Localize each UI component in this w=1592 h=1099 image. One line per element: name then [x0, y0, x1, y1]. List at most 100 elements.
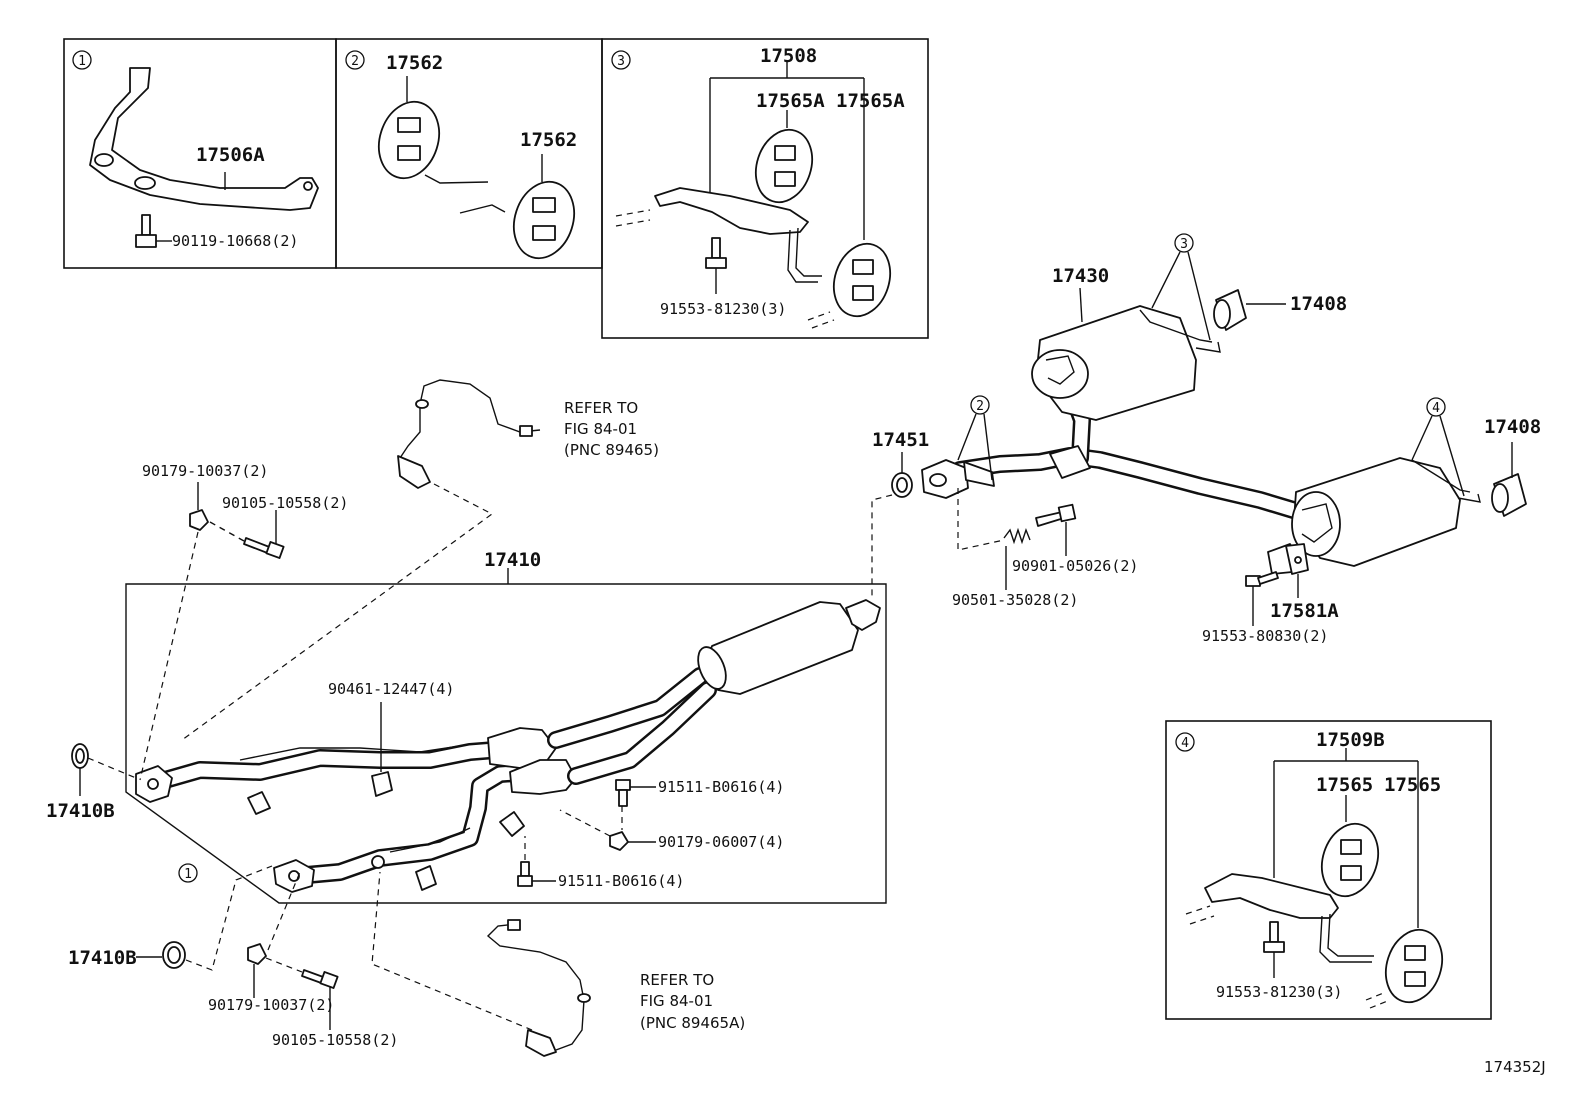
label-cushion-17565-b: 17565	[1384, 774, 1441, 796]
label-gasket-17410b-lower: 17410B	[68, 947, 137, 969]
oxygen-sensor-lower-icon	[486, 919, 591, 1057]
label-bolt-90901-05026: 90901-05026(2)	[1012, 557, 1138, 575]
cushion-17565-a-icon	[1320, 822, 1380, 898]
bolt-91553-81230-inset3-icon	[705, 237, 727, 269]
leader-17509b	[1273, 748, 1419, 928]
ref-circle-main-2: 2	[970, 395, 990, 415]
cushion-17565-b-icon	[1384, 928, 1444, 1004]
bolt-90901-05026-icon	[1035, 503, 1077, 527]
bracket-17508-icon	[654, 187, 822, 283]
label-bolt-90119-10668: 90119-10668(2)	[172, 232, 298, 250]
label-hanger-17562-b: 17562	[520, 129, 577, 151]
svg-text:3: 3	[617, 54, 625, 69]
dashed-bolt-upper	[209, 521, 245, 542]
muffler-17430-icon	[1031, 305, 1221, 421]
ref-circle-main-3: 3	[1174, 233, 1194, 253]
cushion-17565a-a-icon	[754, 128, 814, 204]
bolt-91511-b0616-b-icon	[517, 861, 533, 887]
label-bolt-91553-81230-inset4: 91553-81230(3)	[1216, 983, 1342, 1001]
label-bracket-17506a: 17506A	[196, 144, 265, 166]
leader-ref-4	[1411, 415, 1465, 497]
sensor-lower-line2: FIG 84-01	[640, 992, 713, 1010]
label-bracket-17508: 17508	[760, 45, 817, 67]
label-nut-90179-10037-upper: 90179-10037(2)	[142, 462, 268, 480]
label-muffler-17430: 17430	[1052, 265, 1109, 287]
ref-circle-inset-2: 2	[345, 50, 365, 70]
label-nut-90179-10037-lower: 90179-10037(2)	[208, 996, 334, 1014]
label-spring-90501-35028: 90501-35028(2)	[952, 591, 1078, 609]
svg-text:3: 3	[1180, 237, 1188, 252]
dashed-sensor-lower	[371, 871, 533, 1031]
svg-text:2: 2	[976, 399, 984, 414]
label-nut-90179-06007: 90179-06007(4)	[658, 833, 784, 851]
tail-tip-17408-lower-icon	[1491, 473, 1527, 517]
clamp-90461-12447-icon	[247, 771, 525, 891]
dashed-17410b-lower	[185, 865, 273, 971]
sensor-upper-line1: REFER TO	[564, 399, 638, 417]
label-tail-tip-17408-lower: 17408	[1484, 416, 1541, 438]
gasket-17451-icon	[891, 472, 913, 498]
bolt-91553-80830-icon	[1245, 571, 1279, 587]
label-hanger-17562-a: 17562	[386, 52, 443, 74]
muffler-lower-icon	[1291, 457, 1481, 567]
hanger-stub-a	[424, 174, 489, 184]
bolt-90105-10558-upper-icon	[243, 537, 285, 559]
svg-text:4: 4	[1432, 401, 1440, 416]
gasket-17410b-upper-icon	[71, 743, 89, 769]
svg-text:2: 2	[351, 54, 359, 69]
oxygen-sensor-upper-icon	[397, 379, 541, 489]
sensor-lower-line1: REFER TO	[640, 971, 714, 989]
svg-text:1: 1	[184, 867, 192, 882]
inset-box-4	[1165, 720, 1492, 1020]
cushion-17565a-b-icon	[832, 242, 892, 318]
leader-17430	[1079, 287, 1083, 323]
ref-circle-inset-1: 1	[72, 50, 92, 70]
pipe-stub-inset4	[1185, 905, 1215, 925]
dashed-spring	[957, 488, 1005, 551]
bolt-90119-10668-icon	[135, 214, 157, 248]
label-front-pipe-17410: 17410	[484, 549, 541, 571]
nut-90179-10037-lower-icon	[247, 943, 267, 965]
pipe-stub-inset3	[615, 209, 651, 227]
sensor-upper-line3: (PNC 89465)	[564, 441, 659, 459]
ref-circle-main-1: 1	[178, 863, 198, 883]
pipe-stub-inset4-b	[1365, 991, 1391, 1009]
tail-tip-17408-upper-icon	[1213, 289, 1247, 331]
sensor-upper-line2: FIG 84-01	[564, 420, 637, 438]
bolt-91511-b0616-a-icon	[615, 779, 631, 807]
label-cushion-17565a-b: 17565A	[836, 90, 905, 112]
ref-circle-inset-4: 4	[1175, 732, 1195, 752]
label-bracket-17509b: 17509B	[1316, 729, 1385, 751]
label-bolt-90105-10558-lower: 90105-10558(2)	[272, 1031, 398, 1049]
gasket-17410b-lower-icon	[162, 941, 186, 969]
front-pipe-assembly-box	[125, 583, 887, 904]
dashed-upper-nut	[139, 531, 199, 781]
label-bolt-91511-b0616-a: 91511-B0616(4)	[658, 778, 784, 796]
hanger-17562-a-icon	[378, 100, 440, 180]
label-actuator-17581a: 17581A	[1270, 600, 1339, 622]
leader-17508	[709, 62, 865, 240]
label-gasket-17410b-upper: 17410B	[46, 800, 115, 822]
label-bolt-91553-80830: 91553-80830(2)	[1202, 627, 1328, 645]
label-cushion-17565-a: 17565	[1316, 774, 1373, 796]
hanger-17562-b-icon	[513, 180, 575, 260]
bracket-17506a	[89, 67, 319, 211]
label-bolt-91553-81230-inset3: 91553-81230(3)	[660, 300, 786, 318]
pipe-stub-inset3-b	[807, 311, 835, 329]
label-cushion-17565a-a: 17565A	[756, 90, 825, 112]
bolt-90105-10558-lower-icon	[301, 969, 339, 989]
sensor-lower-line3: (PNC 89465A)	[640, 1014, 745, 1032]
label-tail-tip-17408-upper: 17408	[1290, 293, 1347, 315]
svg-text:1: 1	[78, 54, 86, 69]
nut-90179-10037-upper-icon	[189, 509, 209, 531]
actuator-17581a-icon	[1267, 543, 1309, 575]
label-clamp-90461-12447: 90461-12447(4)	[328, 680, 454, 698]
bolt-91553-81230-inset4-icon	[1263, 921, 1285, 953]
front-pipe-17410-icon	[135, 599, 881, 893]
dashed-sensor-upper	[181, 483, 494, 741]
label-gasket-17451: 17451	[872, 429, 929, 451]
spring-90501-35028-icon	[1003, 527, 1031, 545]
leader-ref-2	[957, 413, 993, 481]
hanger-stub-b	[459, 204, 506, 214]
dashed-17410b-upper	[87, 757, 137, 779]
